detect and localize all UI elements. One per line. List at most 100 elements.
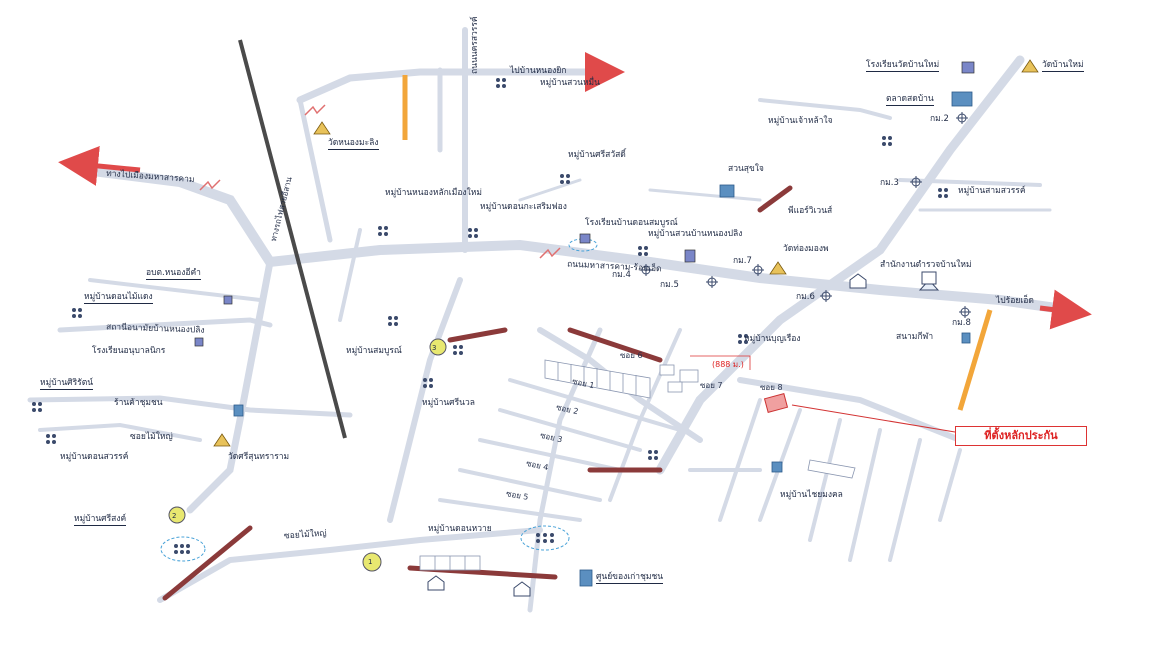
label-garage: พีแอร์วิเวนส์ xyxy=(788,206,833,216)
collateral-location-callout: ที่ตั้งหลักประกัน xyxy=(955,426,1087,446)
label-stadium: สนามกีฬา xyxy=(896,332,934,342)
label-vill-p: หมู่บ้านไชยมงคล xyxy=(780,490,843,500)
label-km6: กม.6 xyxy=(796,292,815,302)
house-icon xyxy=(918,279,940,291)
crosshair-icon xyxy=(752,264,764,276)
label-tambon: อบต.หนองอีคำ xyxy=(146,268,201,280)
label-office-bottom: ศูนย์ของเก่าชุมชน xyxy=(596,572,664,584)
railway-line xyxy=(238,39,347,439)
label-km5: กม.5 xyxy=(660,280,679,290)
label-school-left2: ร้านค้าชุมชน xyxy=(114,398,163,408)
label-wat-nongpho: วัดหนองมะลิง xyxy=(328,138,379,150)
house-icon xyxy=(849,273,867,289)
building-icon xyxy=(961,332,971,344)
label-circle2: 2 xyxy=(172,512,177,520)
village-icon xyxy=(638,246,648,256)
temple-icon xyxy=(313,121,331,135)
orange-strip-east xyxy=(957,309,993,411)
label-vill-e: หมู่บ้านเจ้าหล้าใจ xyxy=(768,116,833,126)
village-icon xyxy=(468,228,478,238)
label-soi8: ซอย 8 xyxy=(760,383,783,392)
label-vill-i: หมู่บ้านสมบูรณ์ xyxy=(346,346,402,356)
subdivision-plots xyxy=(419,359,856,571)
village-icons xyxy=(32,78,948,554)
label-vill-n: หมู่บ้านศรีสงค์ xyxy=(74,514,127,526)
village-icon xyxy=(536,533,554,543)
direction-arrows xyxy=(58,52,1092,330)
label-to-roiet: ไปร้อยเอ็ด xyxy=(996,296,1034,306)
building-icon xyxy=(579,569,593,587)
village-icon xyxy=(378,226,388,236)
village-icon xyxy=(560,174,570,184)
village-icon xyxy=(648,450,658,460)
label-vill-m: หมู่บ้านดอนสวรรค์ xyxy=(60,452,129,462)
village-icon xyxy=(938,188,948,198)
label-wat-mid: วัดท่องมองพ xyxy=(783,244,829,254)
label-wat-top: วัดบ้านใหม่ xyxy=(1042,60,1084,72)
label-vill-b: หมู่บ้านดอนกะเสริมฟอง xyxy=(480,202,567,212)
crosshair-icon xyxy=(956,112,968,124)
ne-road xyxy=(655,55,1025,475)
label-soi6: ซอย 6 xyxy=(620,351,643,360)
main-highway xyxy=(80,165,1075,315)
label-office-right: สำนักงานตำรวจบ้านใหม่ xyxy=(880,260,972,270)
village-icon xyxy=(72,308,82,318)
label-dorm: โรงเรียนอนุบาลนิกร xyxy=(92,346,166,356)
label-soi7: ซอย 7 xyxy=(700,381,723,390)
building-icon xyxy=(719,184,735,198)
temple-icon xyxy=(769,261,787,275)
label-vill-k: หมู่บ้านศรีนวล xyxy=(422,398,475,408)
label-village-nongpho: หมู่บ้านสวนหมื่น xyxy=(540,78,600,88)
label-vill-l: หมู่บ้านศิริรัตน์ xyxy=(40,378,94,390)
label-red-note: (888 ม.) xyxy=(712,360,744,369)
school-icon xyxy=(579,233,591,244)
temple-icon xyxy=(1021,59,1039,73)
arrow-west-icon xyxy=(58,146,141,186)
label-vill-a: หมู่บ้านหนองหลักเมืองใหม่ xyxy=(385,188,482,198)
village-icon xyxy=(453,345,463,355)
label-circle3: 3 xyxy=(432,344,437,352)
village-icon xyxy=(423,378,433,388)
village-icon xyxy=(32,402,42,412)
label-circle1: 1 xyxy=(368,558,373,566)
highlight-ellipse xyxy=(568,238,598,252)
arrow-east-icon xyxy=(1039,289,1092,330)
marker-2 xyxy=(160,506,206,562)
label-school-mid: โรงเรียนบ้านดอนสมบูรณ์ xyxy=(585,218,678,228)
label-market: ตลาดสดบ้าน xyxy=(886,94,934,106)
school-icon xyxy=(194,337,204,347)
north-road xyxy=(296,68,604,104)
temple-icon xyxy=(213,433,231,447)
km-markers xyxy=(640,112,971,318)
label-vill-f: หมู่บ้านสามสวรรค์ xyxy=(958,186,1026,196)
road-network xyxy=(27,27,1075,613)
house-icon xyxy=(513,581,531,597)
school-icon xyxy=(961,61,975,74)
school-icons xyxy=(194,61,975,347)
target-bracket xyxy=(690,355,751,370)
label-km2: กม.2 xyxy=(930,114,949,124)
crosshair-icon xyxy=(640,264,652,276)
temple-icons xyxy=(213,59,1039,447)
village-icon xyxy=(496,78,506,88)
label-wat-left: วัดศรีสุนทราราม xyxy=(228,452,290,462)
village-icon xyxy=(174,544,190,554)
label-ext-road: ถนนนครสวรรค์ xyxy=(470,16,480,74)
label-soi-left: ซอยไม้ใหญ่ xyxy=(130,432,173,442)
house-icon xyxy=(427,575,445,591)
break-mark-icon xyxy=(199,179,221,191)
label-park: สวนสุขใจ xyxy=(728,164,764,174)
crosshair-icon xyxy=(959,306,971,318)
building-icons xyxy=(233,91,973,587)
house-icons xyxy=(427,273,940,597)
break-mark-icon xyxy=(539,247,561,259)
village-icon xyxy=(738,334,748,344)
target-parcel xyxy=(763,393,956,433)
marker-3 xyxy=(429,338,447,356)
label-vill-j: หมู่บ้านบุญเรือง xyxy=(744,334,801,344)
village-icon xyxy=(46,434,56,444)
label-km4: กม.4 xyxy=(612,270,631,280)
highlight-ellipse xyxy=(520,525,570,551)
break-mark-icon xyxy=(304,104,326,116)
